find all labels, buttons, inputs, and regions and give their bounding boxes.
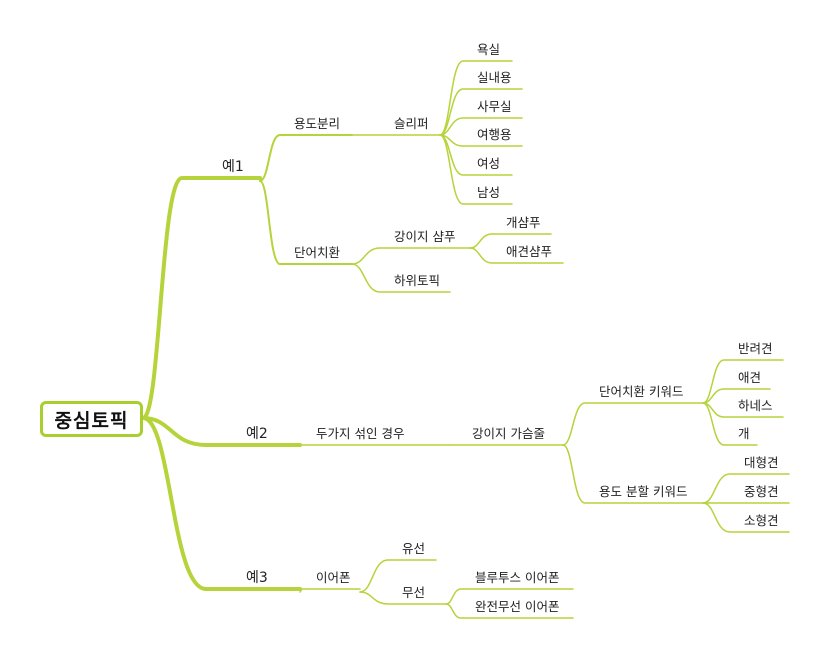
branch-ex2 [141, 416, 302, 447]
branch-usage-split [259, 134, 353, 182]
topic-wired[interactable]: 유선 [402, 541, 425, 556]
branch-indoor [439, 88, 523, 136]
branch-earphone [299, 588, 361, 593]
branch-office [439, 117, 523, 136]
branch-pet-shampoo [469, 247, 564, 264]
branch-word-replace [259, 180, 353, 265]
topic-bath[interactable]: 욕실 [477, 42, 500, 57]
topic-companion-dog[interactable]: 반려견 [738, 341, 773, 356]
branch-usage-keyword [562, 444, 704, 504]
topic-office[interactable]: 사무실 [477, 99, 512, 114]
topic-small-dog[interactable]: 소형견 [744, 513, 779, 528]
topic-male[interactable]: 남성 [477, 185, 500, 200]
topic-dog-shampoo[interactable]: 강이지 샴푸 [394, 229, 455, 244]
central-topic[interactable]: 중심토픽 [40, 401, 143, 437]
topic-tws-earphone[interactable]: 완전무선 이어폰 [475, 599, 559, 614]
topic-bt-earphone[interactable]: 블루투스 이어폰 [475, 570, 559, 585]
branch-ex1 [141, 176, 262, 420]
topic-large-dog[interactable]: 대형견 [744, 455, 779, 470]
branch-sub-topic [351, 263, 451, 293]
branch-dog-shampoo [351, 247, 471, 265]
topic-ex2[interactable]: 예2 [246, 426, 268, 442]
topic-usage-split[interactable]: 용도분리 [294, 116, 340, 131]
branch-gae-shampoo [469, 233, 552, 249]
topic-gae-shampoo[interactable]: 개샴푸 [506, 215, 541, 230]
branch-bath [439, 60, 513, 136]
topic-word-replace[interactable]: 단어치환 [294, 245, 341, 260]
topic-mixed-case[interactable]: 두가지 섞인 경우 [316, 426, 404, 441]
topic-travel[interactable]: 여행용 [477, 127, 512, 142]
topic-medium-dog[interactable]: 중형견 [744, 484, 779, 499]
topic-earphone[interactable]: 이어폰 [316, 570, 351, 585]
topic-dog-harness[interactable]: 강이지 가슴줄 [472, 426, 545, 441]
topic-harness[interactable]: 하네스 [738, 398, 773, 413]
branch-small-dog [702, 502, 790, 533]
branch-bt-earphone [445, 588, 574, 605]
topic-ex3[interactable]: 예3 [246, 570, 268, 586]
branch-ex3 [141, 416, 302, 591]
topic-indoor[interactable]: 실내용 [477, 70, 512, 85]
topic-usage-keyword[interactable]: 용도 분할 키워드 [599, 484, 687, 499]
branch-pet-dog [702, 388, 771, 404]
branch-wireless [359, 591, 447, 605]
branch-companion-dog [702, 359, 784, 404]
branch-tws-earphone [445, 603, 574, 619]
topic-sub-topic[interactable]: 하위토픽 [394, 273, 440, 288]
branch-large-dog [702, 473, 790, 504]
branch-male [439, 134, 513, 205]
branch-dog [702, 402, 758, 446]
topic-replace-keyword[interactable]: 단어치환 키워드 [599, 384, 683, 399]
central-topic-label: 중심토픽 [54, 409, 129, 432]
topic-wireless[interactable]: 무선 [402, 585, 425, 600]
branch-replace-keyword [562, 402, 704, 446]
topic-dog[interactable]: 개 [738, 426, 750, 441]
branch-wired [359, 559, 437, 593]
topic-slipper[interactable]: 슬리퍼 [394, 116, 429, 131]
topic-female[interactable]: 여성 [477, 156, 500, 171]
topic-pet-shampoo[interactable]: 애견샴푸 [506, 244, 552, 259]
topic-pet-dog[interactable]: 애견 [738, 370, 761, 385]
topic-ex1[interactable]: 예1 [222, 159, 244, 175]
